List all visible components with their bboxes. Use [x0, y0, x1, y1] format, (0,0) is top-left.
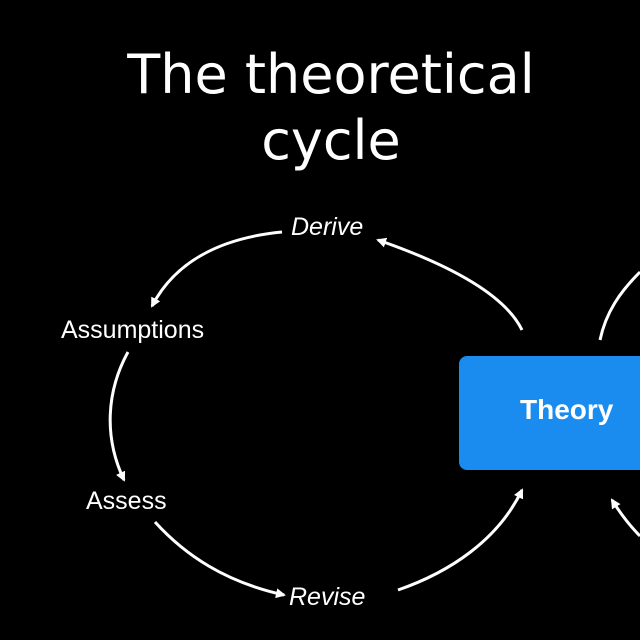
- theory-node: Theory: [459, 356, 640, 470]
- assumptions-label: Assumptions: [61, 316, 205, 344]
- arrow-assumptions-to-assess: [108, 351, 130, 482]
- title-line-2: cycle: [261, 109, 401, 172]
- assess-label: Assess: [86, 487, 167, 515]
- theory-label: Theory: [520, 394, 614, 425]
- arrow-theory-to-derive: [376, 237, 524, 331]
- title-line-1: The theoretical: [127, 43, 535, 106]
- derive-label: Derive: [291, 213, 364, 241]
- arrow-right-arc-lower: [610, 498, 640, 538]
- arrow-revise-to-theory: [397, 488, 524, 592]
- page-title: The theoretical cycle: [0, 42, 640, 174]
- arrow-derive-to-assumptions: [150, 230, 283, 308]
- revise-label: Revise: [289, 583, 366, 611]
- arrow-right-arc-upper: [598, 270, 640, 341]
- arrow-assess-to-revise: [153, 520, 286, 599]
